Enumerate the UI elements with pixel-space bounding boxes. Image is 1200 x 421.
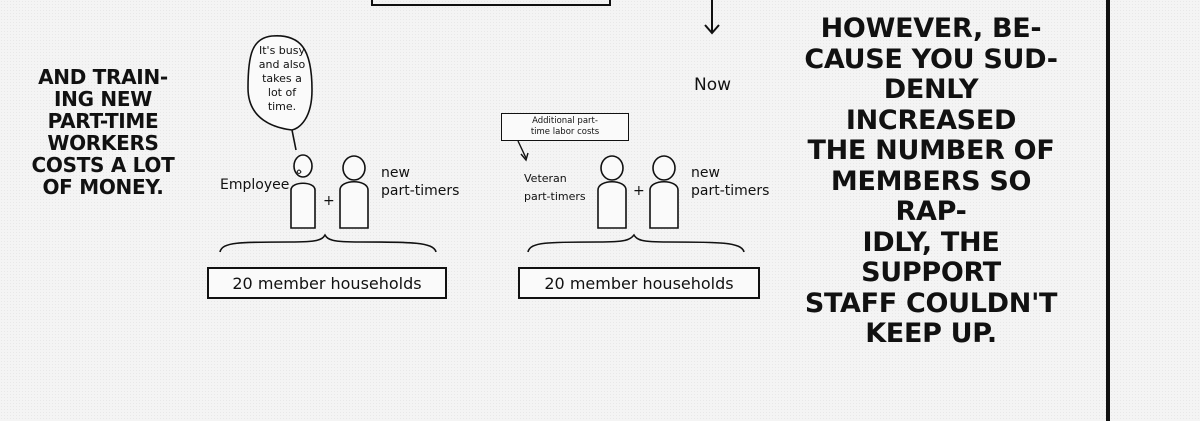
new-part-timer-figure-right xyxy=(649,155,679,229)
now-label: Now xyxy=(694,75,732,95)
households-box-right: 20 member households xyxy=(518,267,760,299)
speech-bubble xyxy=(247,35,313,151)
plus-sign-left: + xyxy=(323,193,335,209)
plus-sign-right: + xyxy=(633,183,645,199)
cost-note-pointer xyxy=(517,140,527,159)
panel-border xyxy=(1106,0,1110,421)
employee-label: Employee xyxy=(220,177,290,193)
households-box-left: 20 member households xyxy=(207,267,447,299)
down-arrow-icon xyxy=(704,0,720,35)
new-part-timer-figure-left xyxy=(339,155,369,229)
veteran-part-timers-label: Veteran part-timers xyxy=(524,172,586,203)
employee-figure xyxy=(290,154,316,229)
sweat-mark-icon xyxy=(296,169,302,174)
cost-note-box: Additional part- time labor costs xyxy=(501,113,629,141)
narration-caption-left: AND TRAIN- ING NEW PART-TIME WORKERS COS… xyxy=(31,65,175,199)
brace-right xyxy=(527,233,745,253)
new-part-timers-label-right: new part-timers xyxy=(691,165,770,199)
top-box-fragment xyxy=(371,0,611,6)
brace-left xyxy=(219,233,437,253)
veteran-figure xyxy=(597,155,627,229)
speech-bubble-text: It's busy and also takes a lot of time. xyxy=(258,44,306,113)
narration-caption-right: HOWEVER, BE- CAUSE YOU SUD- DENLY INCREA… xyxy=(804,13,1058,349)
new-part-timers-label-left: new part-timers xyxy=(381,165,460,199)
